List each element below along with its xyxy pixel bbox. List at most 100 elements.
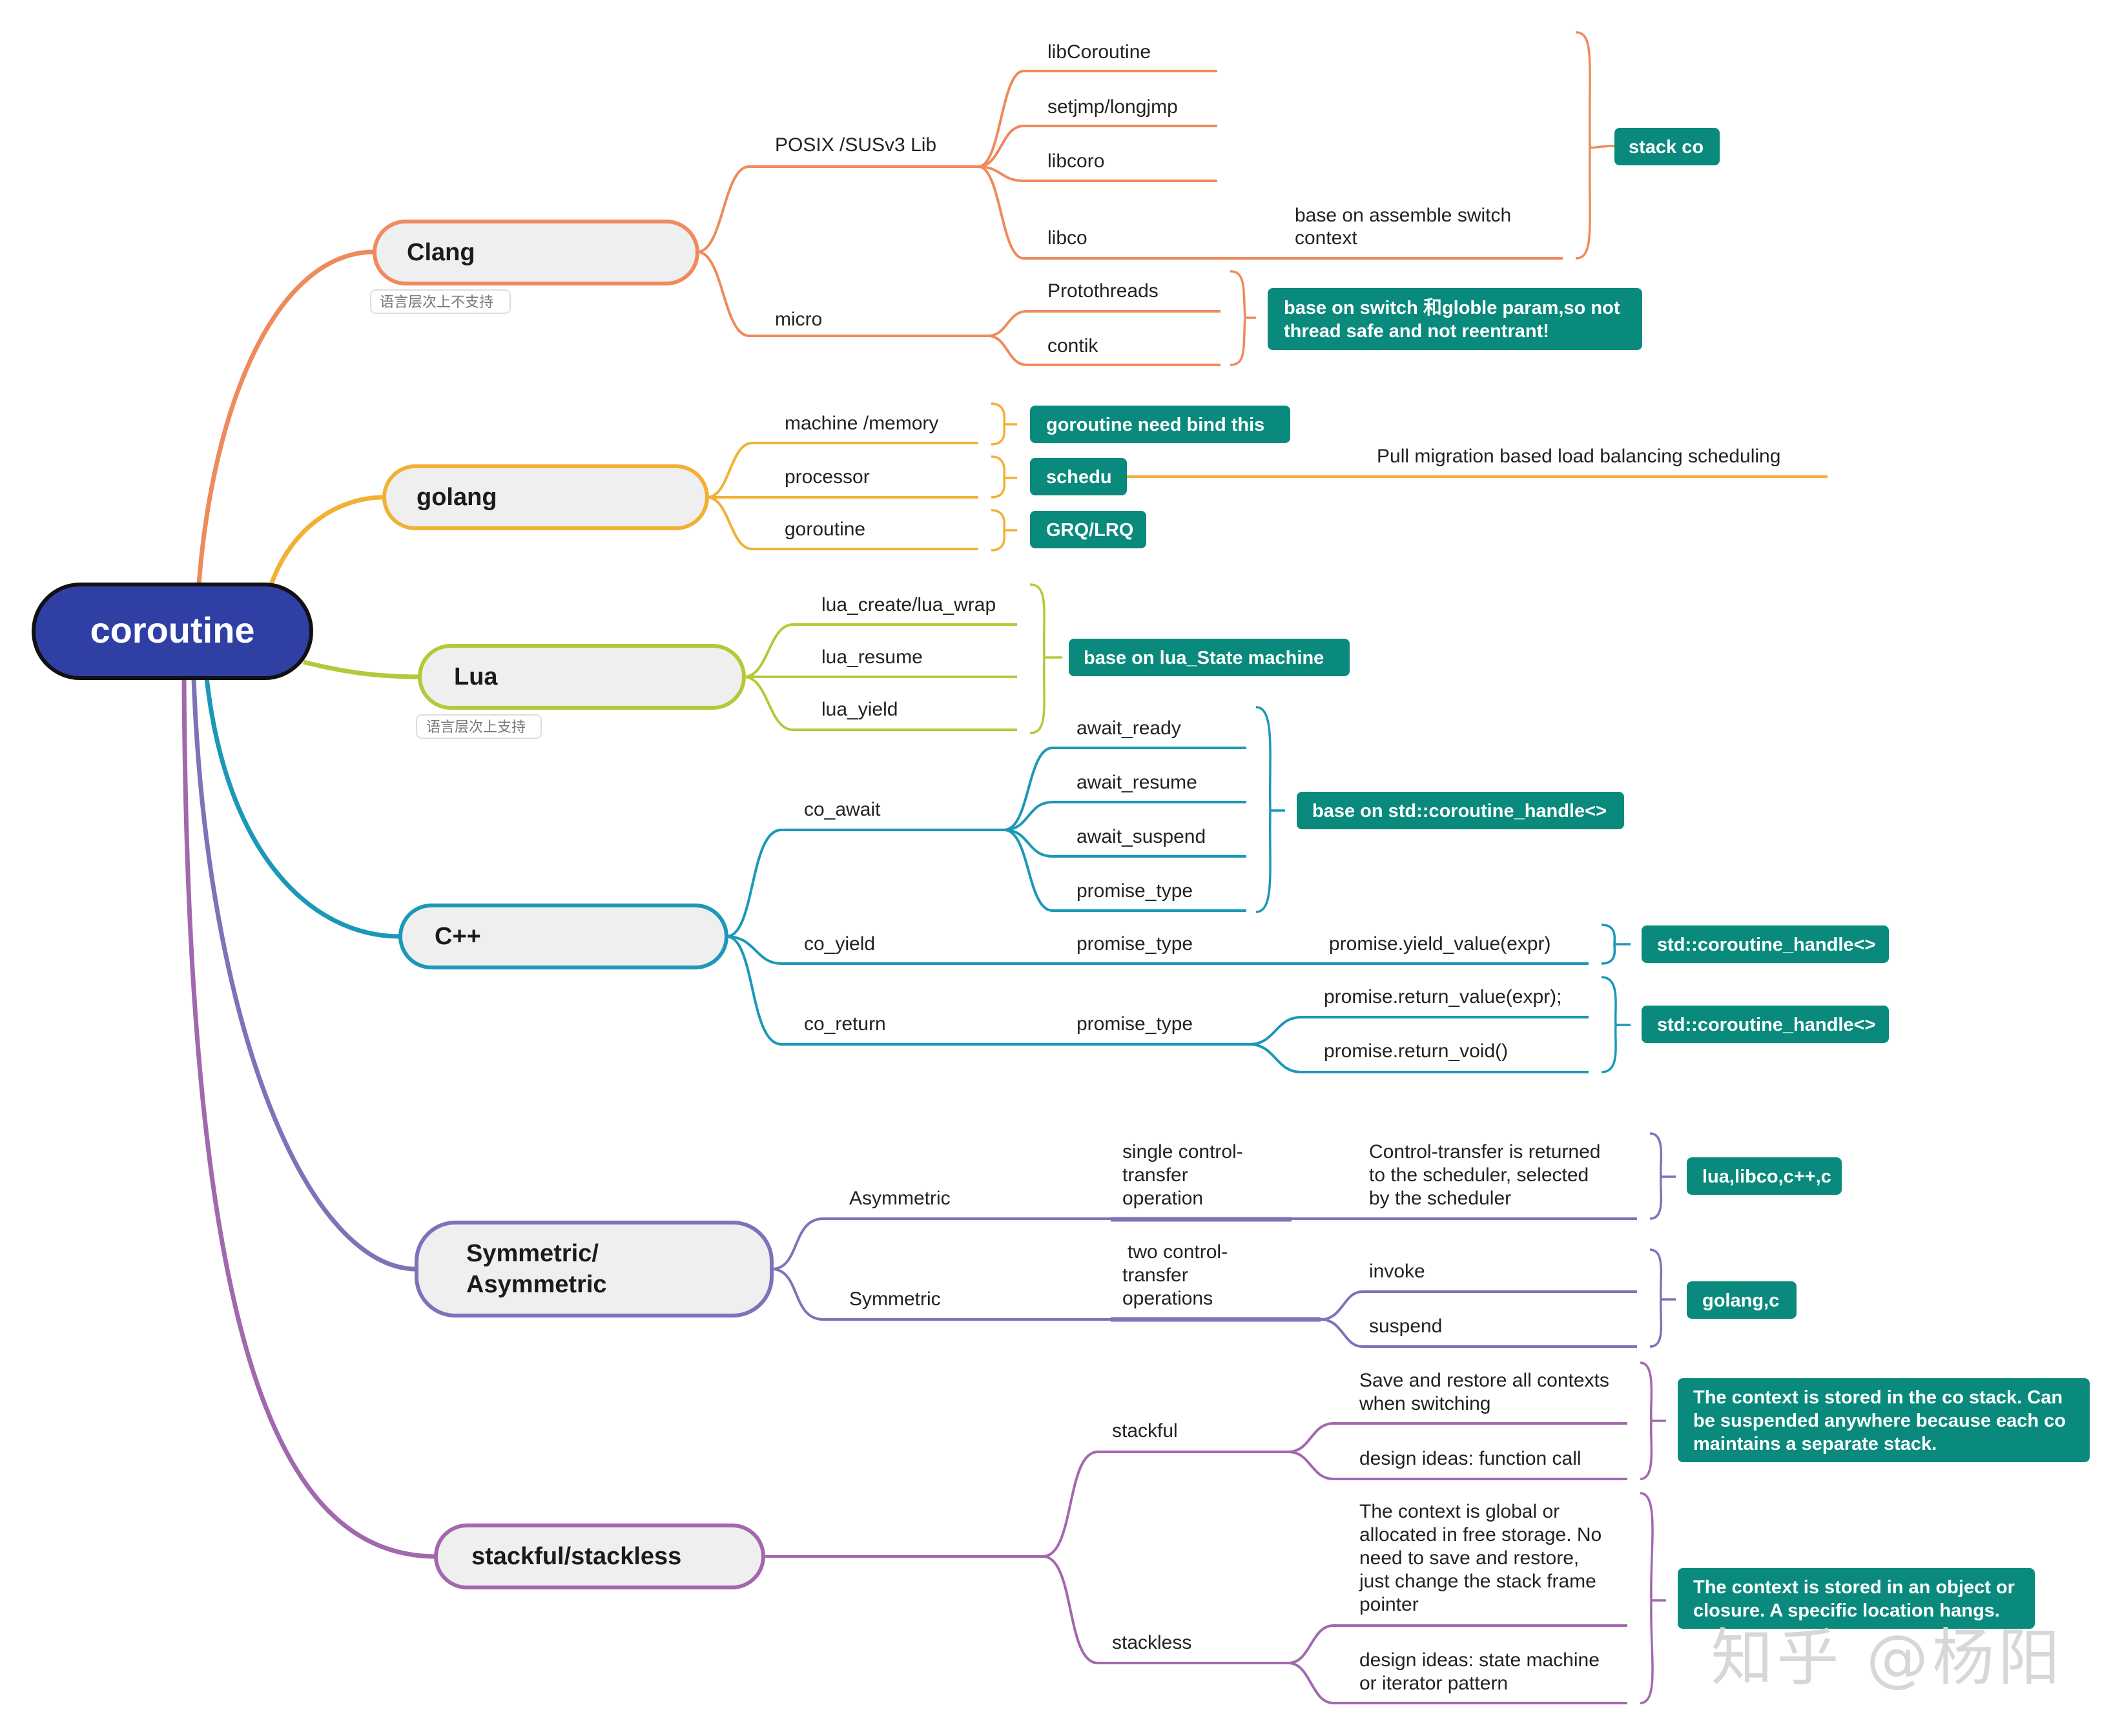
- sl-item-1d: just change the stack frame: [1359, 1571, 1596, 1592]
- sym-callout-text: golang,c: [1702, 1290, 1779, 1311]
- sym-op-1: two control-: [1128, 1241, 1228, 1263]
- return-callout[interactable]: std::coroutine_handle<>: [1642, 1006, 1889, 1043]
- go-callout-2-text: schedu: [1046, 467, 1112, 488]
- schedu-note: Pull migration based load balancing sche…: [1377, 446, 1780, 467]
- golang-topic[interactable]: golang: [382, 464, 709, 530]
- lua-tag: 语言层次上支持: [426, 719, 526, 735]
- go-callout-1[interactable]: goroutine need bind this: [1030, 406, 1290, 443]
- asym-callout[interactable]: lua,libco,c++,c: [1687, 1157, 1842, 1195]
- go-callout-2[interactable]: schedu: [1030, 458, 1127, 495]
- yield-value[interactable]: promise.yield_value(expr): [1329, 933, 1550, 955]
- sym-callout[interactable]: golang,c: [1687, 1281, 1797, 1319]
- await-item-2[interactable]: await_resume: [1076, 772, 1197, 793]
- branch-golang: [269, 495, 385, 586]
- stack-co-text: stack co: [1629, 137, 1704, 158]
- branch-cpp: [204, 677, 401, 939]
- asym-desc-3: by the scheduler: [1369, 1188, 1511, 1209]
- branch-sym: [191, 677, 417, 1272]
- stackful-callout[interactable]: The context is stored in the co stack. C…: [1678, 1378, 2090, 1462]
- go-item-3[interactable]: goroutine: [785, 519, 865, 540]
- sym-op-2: transfer: [1122, 1265, 1188, 1286]
- libco-note-2: context: [1295, 227, 1357, 249]
- yield-callout-text: std::coroutine_handle<>: [1657, 935, 1875, 955]
- lua-lines: [743, 583, 1062, 734]
- sym-item-1[interactable]: invoke: [1369, 1261, 1425, 1282]
- watermark: 知乎 @杨阳: [1711, 1622, 2064, 1694]
- return-item-2[interactable]: promise.return_void(): [1324, 1040, 1508, 1062]
- libco-note-1: base on assemble switch: [1295, 205, 1511, 226]
- go-item-1[interactable]: machine /memory: [785, 413, 938, 434]
- await-callout[interactable]: base on std::coroutine_handle<>: [1297, 792, 1624, 829]
- lua-item-3[interactable]: lua_yield: [821, 699, 898, 720]
- stackless-callout[interactable]: The context is stored in an object or cl…: [1678, 1568, 2035, 1629]
- micro-callout-1: base on switch 和globle param,so not: [1284, 297, 1620, 318]
- clang-label: Clang: [407, 239, 475, 266]
- await-callout-text: base on std::coroutine_handle<>: [1312, 801, 1607, 822]
- micro-item-2[interactable]: contik: [1047, 335, 1098, 356]
- sl-item-1c: need to save and restore,: [1359, 1547, 1579, 1569]
- sf-callout-2: be suspended anywhere because each co: [1693, 1410, 2066, 1431]
- lib-4[interactable]: libco: [1047, 227, 1087, 249]
- root-label: coroutine: [90, 610, 254, 650]
- stack-co-callout[interactable]: stack co: [1614, 128, 1720, 165]
- asym-op-1: single control-: [1122, 1141, 1243, 1162]
- stackful-label[interactable]: stackful: [1112, 1420, 1178, 1442]
- asym-op-3: operation: [1122, 1188, 1203, 1209]
- co-await-label[interactable]: co_await: [804, 799, 881, 820]
- sym-label-2: Asymmetric: [466, 1271, 607, 1298]
- micro-label[interactable]: micro: [775, 309, 822, 330]
- cpp-lines: [726, 706, 1631, 1073]
- sym-topic[interactable]: Symmetric/ Asymmetric: [415, 1221, 774, 1318]
- posix-label[interactable]: POSIX /SUSv3 Lib: [775, 134, 936, 156]
- cpp-topic[interactable]: C++: [398, 904, 728, 969]
- sl-callout-2: closure. A specific location hangs.: [1693, 1600, 2000, 1621]
- lib-1[interactable]: libCoroutine: [1047, 41, 1151, 63]
- sl-item-2b: or iterator pattern: [1359, 1673, 1508, 1694]
- sl-item-1a: The context is global or: [1359, 1501, 1560, 1522]
- golang-label: golang: [417, 484, 497, 511]
- sym-lines: [771, 1132, 1676, 1348]
- micro-item-1[interactable]: Protothreads: [1047, 280, 1159, 302]
- lua-callout[interactable]: base on lua_State machine: [1069, 639, 1350, 676]
- await-item-1[interactable]: await_ready: [1076, 718, 1181, 739]
- yield-callout[interactable]: std::coroutine_handle<>: [1642, 925, 1889, 963]
- stack-lines: [763, 1361, 1666, 1704]
- sl-item-1e: pointer: [1359, 1594, 1419, 1615]
- await-item-3[interactable]: await_suspend: [1076, 826, 1206, 847]
- await-item-4[interactable]: promise_type: [1076, 880, 1193, 902]
- return-callout-text: std::coroutine_handle<>: [1657, 1015, 1875, 1035]
- symm-label[interactable]: Symmetric: [849, 1288, 941, 1310]
- go-item-2[interactable]: processor: [785, 466, 870, 488]
- sym-item-2[interactable]: suspend: [1369, 1316, 1442, 1337]
- go-callout-3[interactable]: GRQ/LRQ: [1030, 511, 1146, 548]
- sl-callout-1: The context is stored in an object or: [1693, 1577, 2015, 1598]
- root-node[interactable]: coroutine: [32, 583, 313, 680]
- asym-callout-text: lua,libco,c++,c: [1702, 1166, 1831, 1187]
- micro-callout-2: thread safe and not reentrant!: [1284, 321, 1549, 342]
- return-promise[interactable]: promise_type: [1076, 1013, 1193, 1035]
- co-yield-label[interactable]: co_yield: [804, 933, 875, 955]
- return-item-1[interactable]: promise.return_value(expr);: [1324, 986, 1561, 1008]
- lua-item-2[interactable]: lua_resume: [821, 646, 923, 668]
- sf-callout-1: The context is stored in the co stack. C…: [1693, 1387, 2063, 1408]
- asym-desc-2: to the scheduler, selected: [1369, 1164, 1589, 1186]
- micro-callout[interactable]: base on switch 和globle param,so not thre…: [1268, 288, 1642, 350]
- lib-2[interactable]: setjmp/longjmp: [1047, 96, 1178, 118]
- lua-topic[interactable]: Lua 语言层次上支持: [416, 644, 746, 739]
- lua-callout-text: base on lua_State machine: [1084, 648, 1324, 668]
- yield-promise[interactable]: promise_type: [1076, 933, 1193, 955]
- asym-label[interactable]: Asymmetric: [849, 1188, 951, 1209]
- sf-item-1a: Save and restore all contexts: [1359, 1370, 1609, 1391]
- lua-label: Lua: [454, 663, 498, 690]
- stackless-label[interactable]: stackless: [1112, 1632, 1191, 1653]
- stack-topic[interactable]: stackful/stackless: [434, 1524, 765, 1589]
- golang-lines: [706, 402, 1828, 552]
- asym-desc-1: Control-transfer is returned: [1369, 1141, 1600, 1162]
- go-callout-1-text: goroutine need bind this: [1046, 415, 1264, 435]
- lib-3[interactable]: libcoro: [1047, 150, 1104, 172]
- branch-stack: [181, 677, 437, 1559]
- lua-item-1[interactable]: lua_create/lua_wrap: [821, 594, 996, 615]
- clang-topic[interactable]: Clang 语言层次上不支持: [370, 220, 699, 314]
- co-return-label[interactable]: co_return: [804, 1013, 886, 1035]
